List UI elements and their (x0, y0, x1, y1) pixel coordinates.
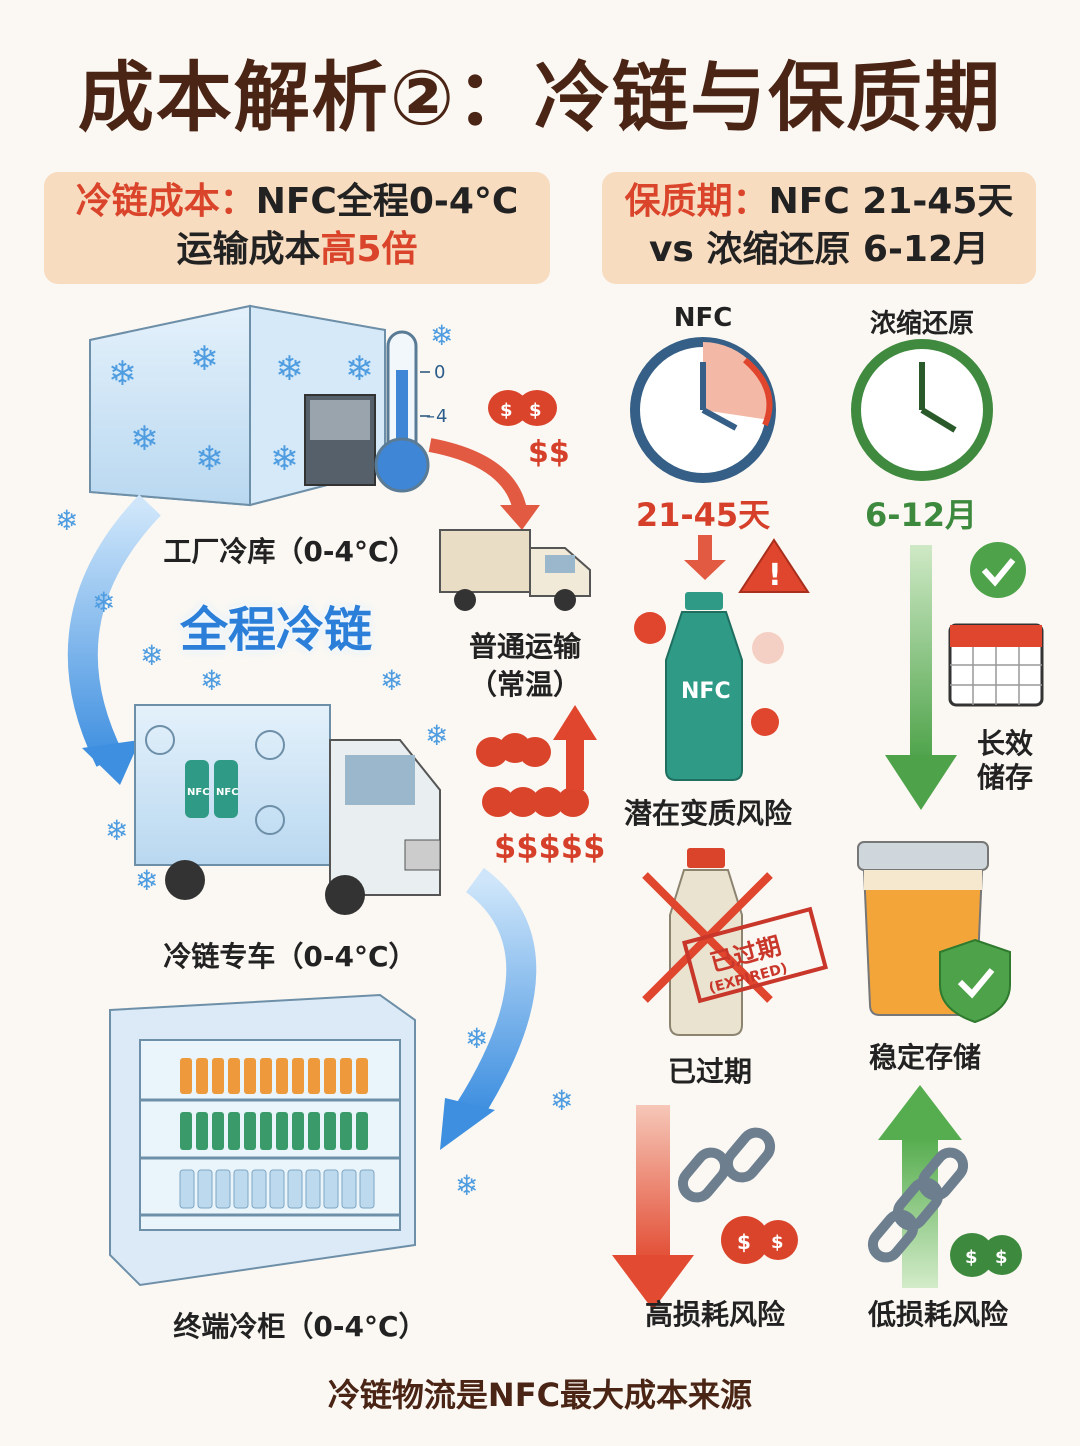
money-bags-large-icon (476, 733, 589, 817)
footer-caption: 冷链物流是NFC最大成本来源 (327, 1376, 753, 1414)
thermo-tick-0: 0 (434, 362, 445, 383)
transport-cost-text: 运输成本 (176, 229, 321, 270)
svg-text:❄: ❄ (465, 1022, 488, 1055)
normal-transport-label: 普通运输 （常温） (440, 628, 610, 704)
cold-chain-cost-box: 冷链成本：NFC全程0-4°C 运输成本高5倍 (44, 172, 550, 284)
svg-text:❄: ❄ (430, 319, 453, 352)
high-loss-label: 高损耗风险 (644, 1298, 785, 1331)
cheap-cost-text: $$ (528, 435, 570, 470)
cabinet-label: 终端冷柜（0-4°C） (173, 1310, 427, 1343)
svg-text:❄: ❄ (425, 719, 448, 752)
long-storage-label-1: 长效 (976, 727, 1033, 760)
concentrate-heading: 浓缩还原 (869, 309, 974, 339)
broken-chain-icon (677, 1127, 776, 1203)
expired-label: 已过期 (667, 1055, 752, 1088)
long-storage-label: 长效 储存 (960, 727, 1050, 795)
concentrate-shelf-life: 6-12月 (864, 496, 978, 534)
cold-chain-prefix: 冷链成本： (75, 181, 256, 222)
truck-label: 冷链专车（0-4°C） (163, 940, 417, 973)
blue-flow-arrow-1 (67, 494, 161, 767)
svg-text:$: $ (500, 400, 513, 421)
concentrate-clock-icon (851, 339, 993, 481)
svg-text:❄: ❄ (550, 1084, 573, 1117)
svg-text:$: $ (529, 400, 542, 421)
transport-cost-highlight: 高5倍 (320, 229, 418, 270)
spoil-risk-label: 潜在变质风险 (623, 797, 792, 830)
svg-text:❄: ❄ (135, 864, 158, 897)
nfc-bottle-label: NFC (681, 679, 731, 704)
chain-icon (867, 1147, 969, 1263)
factory-cold-storage: ❄ ❄ ❄ ❄ ❄ ❄ ❄ (89, 304, 386, 507)
warning-icon: ! (738, 538, 810, 593)
red-curve-arrow (428, 438, 527, 512)
cold-chain-illustration: ❄❄❄ ❄❄❄❄ 0 – 4 $ $ $$ (55, 304, 605, 1287)
money-bags-small-icon: $ $ (488, 390, 557, 426)
cold-chain-truck: NFC NFC (134, 704, 441, 915)
svg-text:❄: ❄ (92, 586, 115, 619)
svg-text:–: – (426, 406, 435, 427)
shelf-life-box: 保质期：NFC 21-45天 vs 浓缩还原 6-12月 (602, 172, 1036, 284)
cold-chain-line1: NFC全程0-4°C (255, 181, 519, 222)
nfc-clock-icon (630, 337, 776, 483)
red-up-arrow (553, 705, 597, 790)
money-bags-green-icon: $ $ (950, 1233, 1022, 1277)
low-loss-label: 低损耗风险 (867, 1298, 1008, 1331)
money-sign-3: $ (965, 1247, 978, 1268)
money-bags-red-icon: $ $ (721, 1216, 798, 1264)
check-icon (970, 542, 1026, 598)
svg-text:❄: ❄ (345, 349, 374, 389)
nfc-heading: NFC (673, 303, 733, 333)
svg-text:❄: ❄ (455, 1169, 478, 1202)
nfc-bottle-icon: NFC (665, 592, 743, 781)
green-down-arrow (885, 545, 957, 810)
svg-text:!: ! (768, 558, 782, 593)
red-down-arrow-small (684, 535, 726, 580)
normal-truck-icon (439, 529, 591, 611)
svg-text:❄: ❄ (108, 354, 137, 394)
snowflake-icons: ❄❄❄ ❄❄❄ ❄❄❄ ❄❄❄ (55, 319, 573, 1202)
shelf-life-prefix: 保质期： (624, 181, 769, 222)
svg-text:❄: ❄ (130, 419, 159, 459)
money-sign-1: $ (737, 1230, 751, 1254)
svg-text:❄: ❄ (275, 349, 304, 389)
page-title: 成本解析②：冷链与保质期 (77, 53, 1003, 142)
truck-bottle-label-1: NFC (187, 787, 210, 798)
calendar-icon (948, 623, 1044, 707)
thermometer-icon: 0 – 4 (374, 330, 447, 493)
shelf-life-illustration: ! NFC 已过期 (EXPIRED) (612, 337, 1044, 1310)
svg-text:❄: ❄ (200, 664, 223, 697)
svg-text:❄: ❄ (380, 664, 403, 697)
nfc-shelf-life: 21-45天 (635, 496, 771, 534)
factory-label: 工厂冷库（0-4°C） (163, 535, 417, 568)
long-storage-label-2: 储存 (976, 761, 1033, 794)
shield-icon (939, 938, 1011, 1024)
truck-bottle-label-2: NFC (216, 787, 239, 798)
normal-transport-label-1: 普通运输 (468, 630, 581, 663)
normal-transport-label-2: （常温） (468, 668, 581, 701)
svg-text:❄: ❄ (140, 639, 163, 672)
money-sign-2: $ (771, 1232, 784, 1253)
svg-text:❄: ❄ (195, 439, 224, 479)
alert-bubbles-icon (634, 612, 784, 736)
money-sign-4: $ (995, 1247, 1008, 1268)
svg-text:❄: ❄ (55, 504, 78, 537)
shelf-life-line2: vs 浓缩还原 6-12月 (648, 229, 990, 270)
stable-storage-label: 稳定存储 (868, 1041, 981, 1074)
full-cold-chain-label: 全程冷链 (180, 602, 373, 658)
svg-text:❄: ❄ (190, 339, 219, 379)
red-down-arrow-large (612, 1105, 694, 1310)
retail-cold-cabinet (109, 993, 416, 1287)
blue-flow-arrow-2 (457, 867, 537, 1118)
expensive-cost-text: $$$$$ (494, 828, 605, 866)
svg-text:❄: ❄ (105, 814, 128, 847)
shelf-life-line1: NFC 21-45天 (768, 181, 1014, 222)
svg-text:❄: ❄ (270, 439, 299, 479)
thermo-tick-4: 4 (436, 406, 447, 427)
